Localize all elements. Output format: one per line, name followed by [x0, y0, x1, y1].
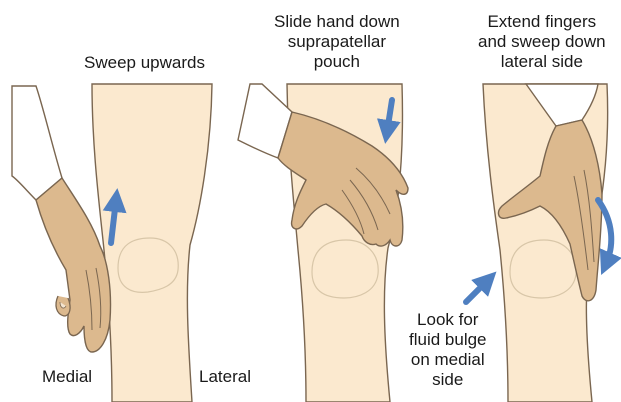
- note-line-1: Look for: [417, 310, 479, 329]
- caption-panel-1: Sweep upwards: [84, 53, 205, 73]
- hand-3: [497, 119, 603, 302]
- sleeve-1: [11, 85, 63, 201]
- caption-panel-3: Extend fingers and sweep down lateral si…: [478, 12, 606, 72]
- label-medial: Medial: [42, 367, 93, 386]
- note-fluid-bulge: Look for fluid bulge on medial side: [409, 310, 487, 390]
- panel-1-illustration: [11, 83, 213, 402]
- caption-panel-2-line-3: pouch: [313, 52, 361, 71]
- note-line-4: side: [432, 370, 464, 389]
- panel-3-illustration: [463, 83, 621, 402]
- kneecap-2: [311, 239, 379, 299]
- panel-2-illustration: [237, 83, 409, 402]
- hand-2: [277, 111, 409, 247]
- kneecap-3: [509, 239, 577, 299]
- arrow-up-1: [102, 188, 127, 246]
- hand-1: [35, 176, 112, 353]
- caption-panel-2-line-1: Slide hand down: [274, 12, 400, 31]
- caption-panel-3-line-1: Extend fingers: [487, 12, 597, 31]
- arrow-curved-3: [595, 197, 621, 275]
- caption-panel-3-line-3: lateral side: [500, 52, 583, 71]
- kneecap-1: [117, 237, 179, 293]
- arrow-down-2: [376, 97, 401, 144]
- caption-panel-2: Slide hand down suprapatellar pouch: [274, 12, 400, 72]
- caption-panel-3-line-2: and sweep down: [478, 32, 606, 51]
- caption-panel-1-line-1: Sweep upwards: [84, 53, 205, 72]
- arrow-up-right-3: [463, 271, 497, 305]
- label-lateral: Lateral: [199, 367, 251, 386]
- leg-1: [91, 83, 213, 402]
- caption-panel-2-line-2: suprapatellar: [287, 32, 386, 51]
- note-line-3: on medial: [410, 350, 485, 369]
- note-line-2: fluid bulge: [409, 330, 487, 349]
